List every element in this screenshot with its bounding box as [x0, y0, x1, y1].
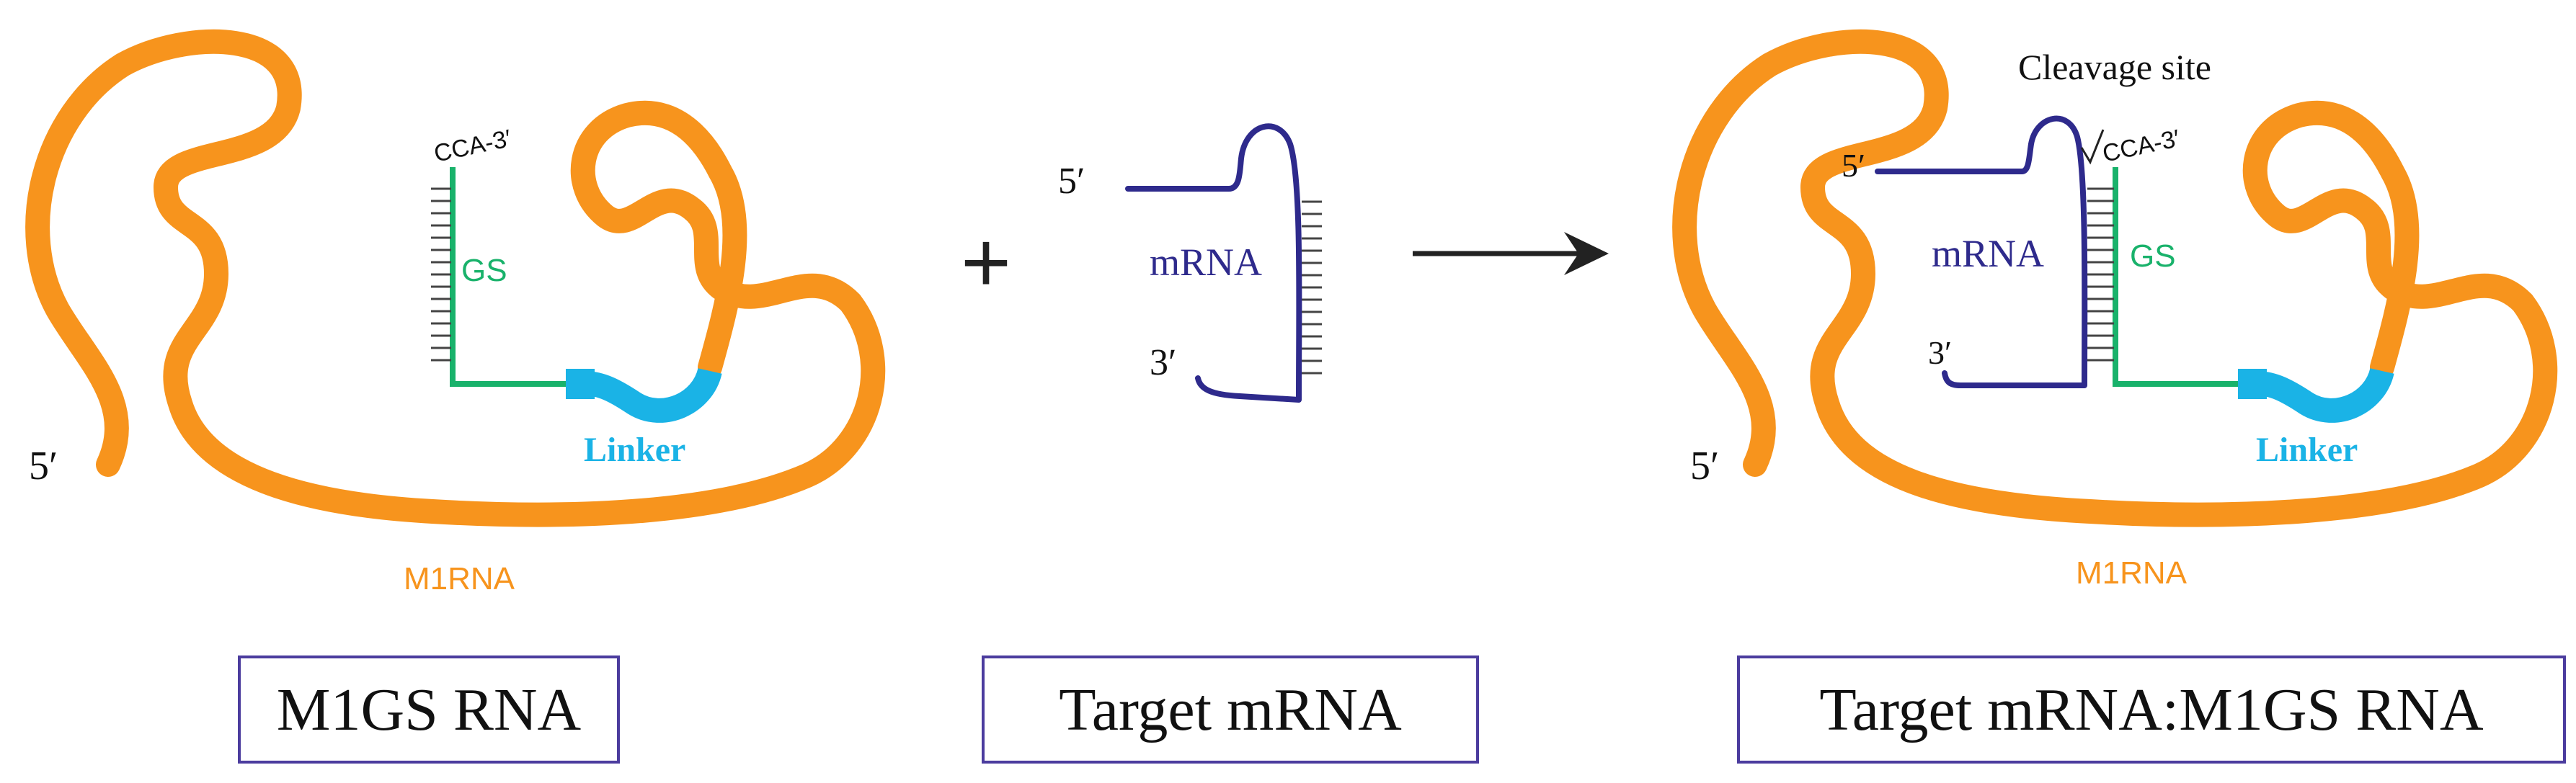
m1gs-rna-structure: 5′ CCA-3′ GS Linker M1RNA	[25, 29, 886, 596]
complex-mrna-label: mRNA	[1932, 232, 2044, 275]
linker-block	[566, 369, 595, 399]
complex-m1rna-label: M1RNA	[2076, 555, 2188, 591]
m1rna-label: M1RNA	[404, 561, 515, 596]
mrna-five-prime-label: 5′	[1058, 161, 1085, 202]
complex-caption: Target mRNA:M1GS RNA	[1737, 656, 2566, 764]
complex-mrna-strand	[1875, 115, 2088, 388]
gs-label: GS	[461, 253, 507, 288]
complex-linker-block	[2238, 369, 2267, 399]
target-mrna-caption: Target mRNA	[982, 656, 1479, 764]
guide-base-ticks	[431, 187, 451, 362]
right-arrow-icon	[1413, 232, 1609, 275]
complex-base-pair-ticks	[2087, 187, 2114, 362]
cleavage-site-label: Cleavage site	[2018, 47, 2211, 87]
m1gs-rna-caption: M1GS RNA	[238, 656, 620, 764]
complex-m1rna-strand	[1672, 29, 2558, 527]
complex-mrna-five-prime-label: 5′	[1842, 147, 1865, 184]
complex-cca-label: CCA-3′	[2100, 125, 2182, 168]
five-prime-label: 5′	[29, 444, 58, 488]
target-mrna-structure: 5′ 3′ mRNA	[1058, 123, 1322, 403]
complex-gs-label: GS	[2130, 238, 2176, 274]
linker-segment	[575, 367, 722, 423]
complex-five-prime-label: 5′	[1690, 444, 1719, 488]
guide-sequence-strand	[450, 167, 566, 387]
mrna-strand	[1125, 123, 1302, 403]
mrna-base-ticks	[1302, 200, 1322, 375]
mrna-three-prime-label: 3′	[1150, 342, 1176, 383]
complex-mrna-three-prime-label: 3′	[1928, 334, 1952, 371]
plus-sign: +	[961, 214, 1011, 310]
cleavage-marker-icon	[2080, 129, 2105, 165]
cca-label: CCA-3′	[432, 125, 514, 168]
m1rna-strand	[25, 29, 886, 527]
complex-guide-strand	[2113, 167, 2238, 387]
complex-linker-label: Linker	[2256, 431, 2358, 469]
mrna-label: mRNA	[1150, 241, 1262, 284]
complex-linker-segment	[2247, 367, 2394, 423]
linker-label: Linker	[584, 431, 685, 469]
complex-structure: Cleavage site 5′ 3′ mRNA CCA-3′ GS Linke…	[1672, 29, 2558, 591]
